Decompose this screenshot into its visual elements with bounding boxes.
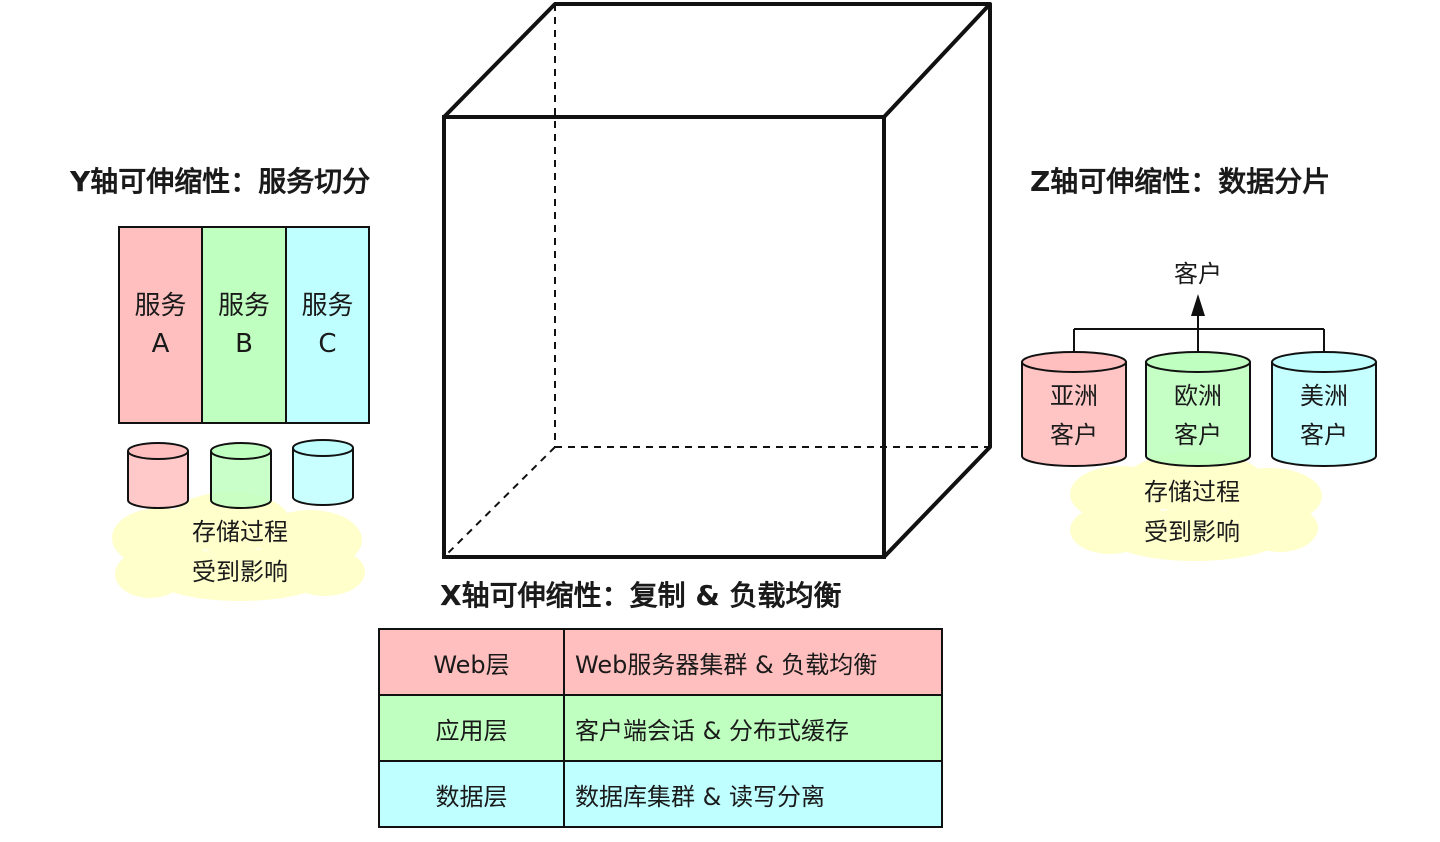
db-cylinder-europe bbox=[1145, 351, 1251, 467]
service-b-name: 服务 bbox=[217, 291, 270, 321]
shard-connector bbox=[1073, 312, 1325, 356]
layer-table: Web层 Web服务器集群 & 负载均衡 应用层 客户端会话 & 分布式缓存 数… bbox=[378, 628, 943, 828]
db-cylinder-red bbox=[127, 442, 189, 509]
db-america-line2: 客户 bbox=[1300, 421, 1348, 449]
layer-name-web: Web层 bbox=[378, 628, 565, 696]
z-storage-note-line1: 存储过程 bbox=[1144, 478, 1240, 506]
db-asia-line2: 客户 bbox=[1050, 421, 1098, 449]
service-c-letter: C bbox=[318, 329, 337, 359]
db-asia-label: 亚洲 客户 bbox=[1022, 377, 1126, 455]
table-row-app: 应用层 客户端会话 & 分布式缓存 bbox=[378, 694, 943, 762]
db-europe-label: 欧洲 客户 bbox=[1146, 377, 1250, 455]
table-row-web: Web层 Web服务器集群 & 负载均衡 bbox=[378, 628, 943, 696]
y-storage-note-line1: 存储过程 bbox=[192, 518, 288, 546]
db-europe-line2: 客户 bbox=[1174, 421, 1222, 449]
y-axis-title: Y轴可伸缩性：服务切分 bbox=[70, 165, 371, 198]
table-row-data: 数据层 数据库集群 & 读写分离 bbox=[378, 760, 943, 828]
db-cylinder-cyan bbox=[292, 439, 354, 506]
x-axis-title: X轴可伸缩性：复制 & 负载均衡 bbox=[440, 579, 842, 612]
layer-desc-web: Web服务器集群 & 负载均衡 bbox=[563, 628, 943, 696]
layer-desc-app: 客户端会话 & 分布式缓存 bbox=[563, 694, 943, 762]
y-storage-note-line2: 受到影响 bbox=[192, 558, 288, 586]
db-asia-line1: 亚洲 bbox=[1050, 382, 1098, 410]
client-label: 客户 bbox=[1174, 260, 1222, 288]
service-c-box: 服务 C bbox=[286, 226, 370, 424]
z-storage-cloud bbox=[1070, 452, 1322, 561]
z-axis-title: Z轴可伸缩性：数据分片 bbox=[1030, 165, 1331, 198]
service-a-name: 服务 bbox=[134, 291, 187, 321]
arrow-up-icon bbox=[1191, 294, 1205, 316]
db-america-label: 美洲 客户 bbox=[1272, 377, 1376, 455]
db-america-line1: 美洲 bbox=[1300, 382, 1348, 410]
db-cylinder-asia bbox=[1021, 351, 1127, 467]
y-storage-note: 存储过程 受到影响 bbox=[170, 512, 310, 592]
cube-top-face bbox=[442, 2, 992, 119]
db-europe-line1: 欧洲 bbox=[1174, 382, 1222, 410]
service-c-name: 服务 bbox=[301, 291, 354, 321]
cube-hidden-edge bbox=[443, 446, 556, 558]
service-b-letter: B bbox=[235, 329, 253, 359]
db-cylinder-green bbox=[210, 442, 272, 509]
layer-desc-data: 数据库集群 & 读写分离 bbox=[563, 760, 943, 828]
z-storage-note-line2: 受到影响 bbox=[1144, 518, 1240, 546]
service-a-box: 服务 A bbox=[118, 226, 202, 424]
layer-name-app: 应用层 bbox=[378, 694, 565, 762]
service-a-letter: A bbox=[151, 329, 170, 359]
db-cylinder-america bbox=[1271, 351, 1377, 467]
layer-name-data: 数据层 bbox=[378, 760, 565, 828]
cube-front-face bbox=[442, 115, 886, 559]
cube-right-face bbox=[882, 4, 992, 559]
service-b-box: 服务 B bbox=[202, 226, 286, 424]
z-storage-note: 存储过程 受到影响 bbox=[1122, 472, 1262, 552]
